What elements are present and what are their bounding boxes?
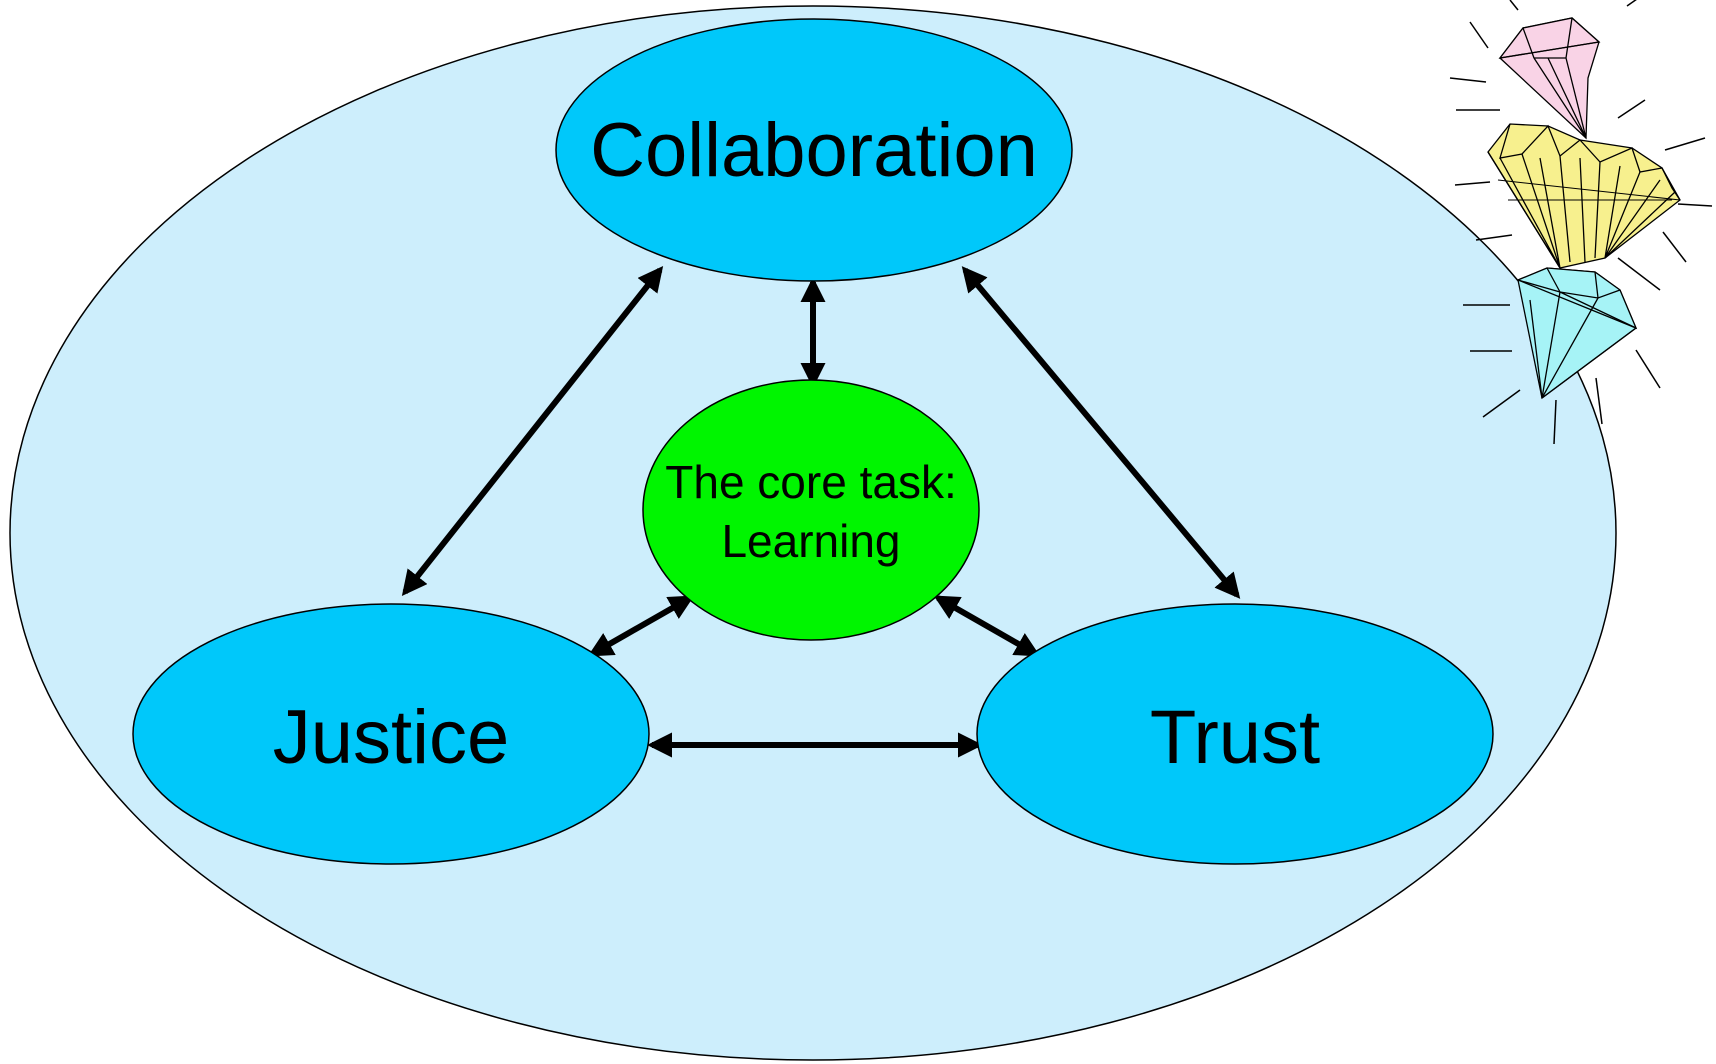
yellow-diamond [1487,123,1681,269]
node-collaboration-label: Collaboration [590,108,1038,193]
arrow-core-justice [587,595,695,657]
diamonds-clipart-icon [1449,0,1713,445]
node-core-task-shape [642,379,980,641]
node-justice-label: Justice [273,695,510,780]
node-justice: Justice [132,603,650,865]
node-collaboration-shape [555,18,1073,282]
sparkle-lines [1449,0,1713,445]
node-core-task: The core task: Learning [642,379,980,641]
node-trust-label: Trust [1150,695,1320,780]
pink-diamond [1498,17,1601,140]
node-trust: Trust [976,603,1494,865]
arrow-collaboration-trust [961,266,1241,599]
node-justice-shape [132,603,650,865]
node-collaboration: Collaboration [555,18,1073,282]
cyan-diamond [1516,267,1638,400]
node-core-task-label-line2: Learning [721,515,900,567]
connectors [401,266,1241,758]
arrow-core-trust [933,595,1041,657]
arrow-collaboration-justice [401,266,664,596]
node-trust-shape [976,603,1494,865]
node-core-task-label-line1: The core task: [665,456,956,508]
